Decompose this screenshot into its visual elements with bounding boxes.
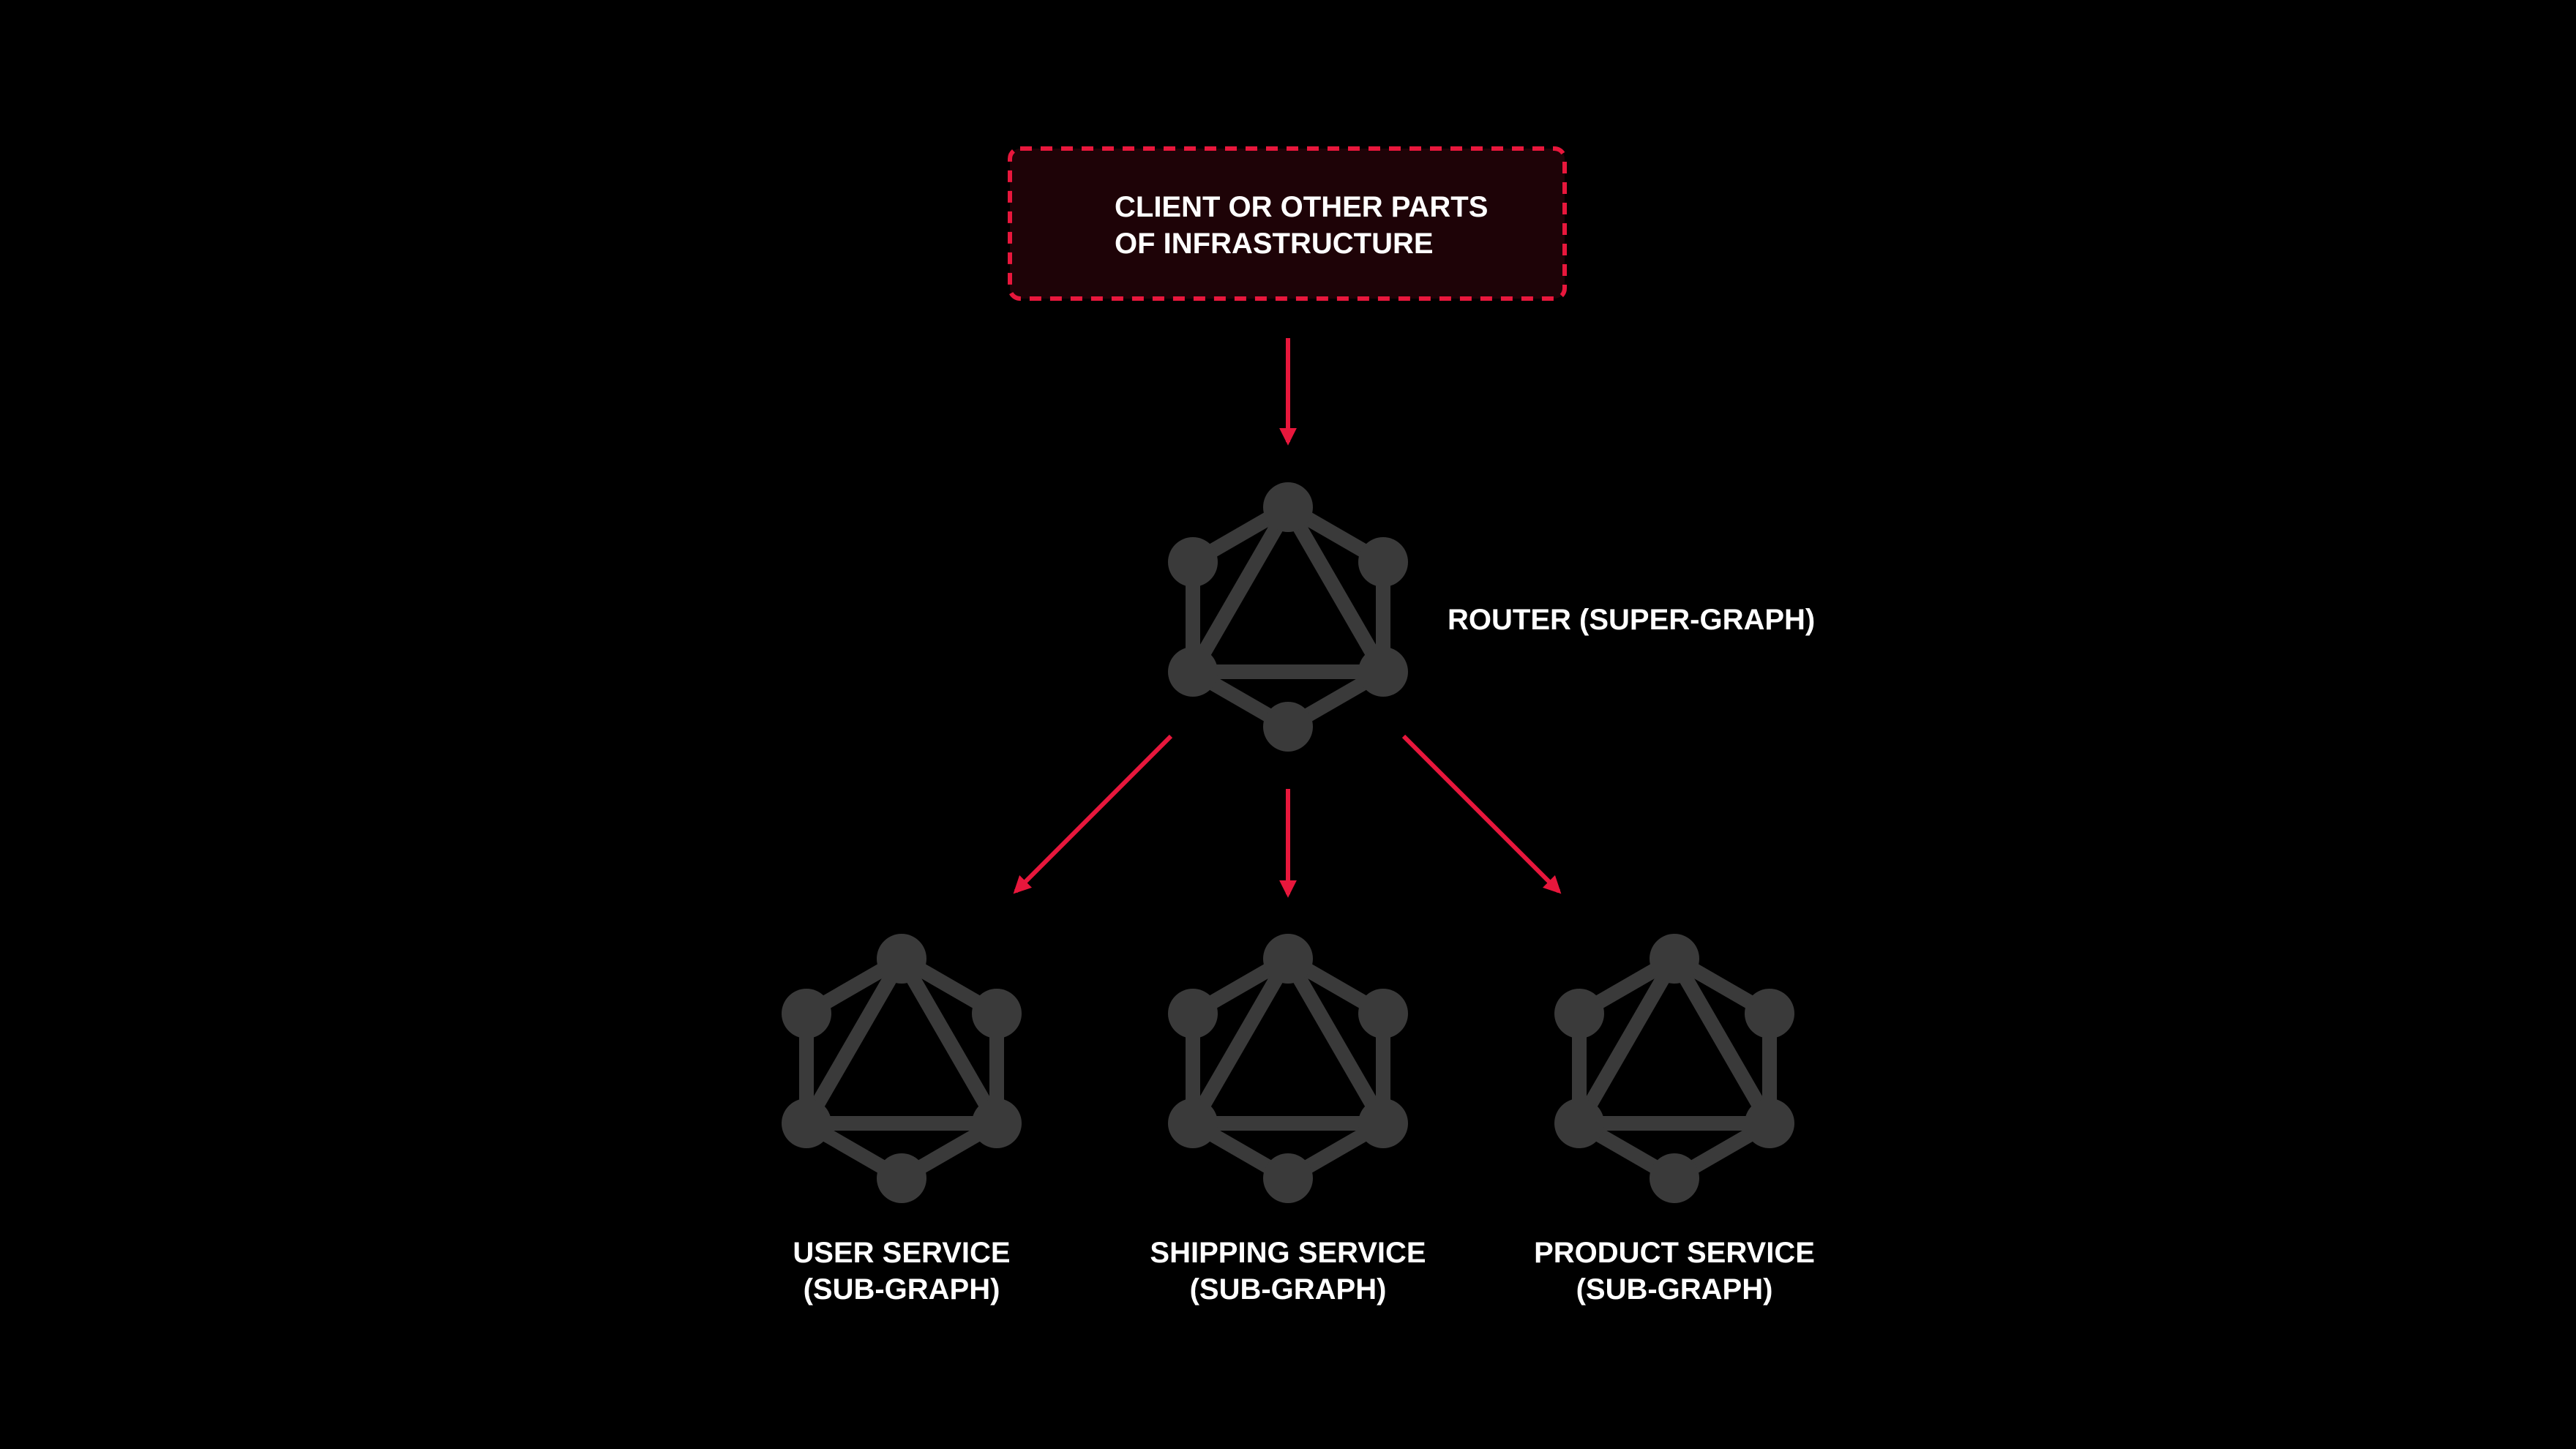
graphql-icon [1168,934,1408,1203]
product-service-sub-label: (SUB-GRAPH) [1576,1273,1773,1306]
shipping-service-node: SHIPPING SERVICE (SUB-GRAPH) [1150,934,1426,1306]
client-label-line2: OF INFRASTRUCTURE [1115,228,1434,260]
router-label: ROUTER (SUPER-GRAPH) [1448,604,1815,636]
user-service-node: USER SERVICE (SUB-GRAPH) [782,934,1022,1306]
user-service-sub-label: (SUB-GRAPH) [804,1273,1000,1306]
graphql-icon [782,934,1022,1203]
client-label-line1: CLIENT OR OTHER PARTS [1115,191,1488,223]
arrow-router-to-product-service [1401,734,1562,894]
graphql-icon [1554,934,1794,1203]
shipping-service-label: SHIPPING SERVICE [1150,1237,1426,1269]
graphql-icon [1168,482,1408,752]
product-service-node: PRODUCT SERVICE (SUB-GRAPH) [1534,934,1815,1306]
shipping-service-sub-label: (SUB-GRAPH) [1190,1273,1387,1306]
product-service-label: PRODUCT SERVICE [1534,1237,1815,1269]
client-box [1008,146,1567,301]
client-node: CLIENT OR OTHER PARTS OF INFRASTRUCTURE [1008,146,1567,301]
arrow-router-to-user-service [1013,734,1173,894]
router-node: ROUTER (SUPER-GRAPH) [1168,482,1815,752]
user-service-label: USER SERVICE [793,1237,1010,1269]
